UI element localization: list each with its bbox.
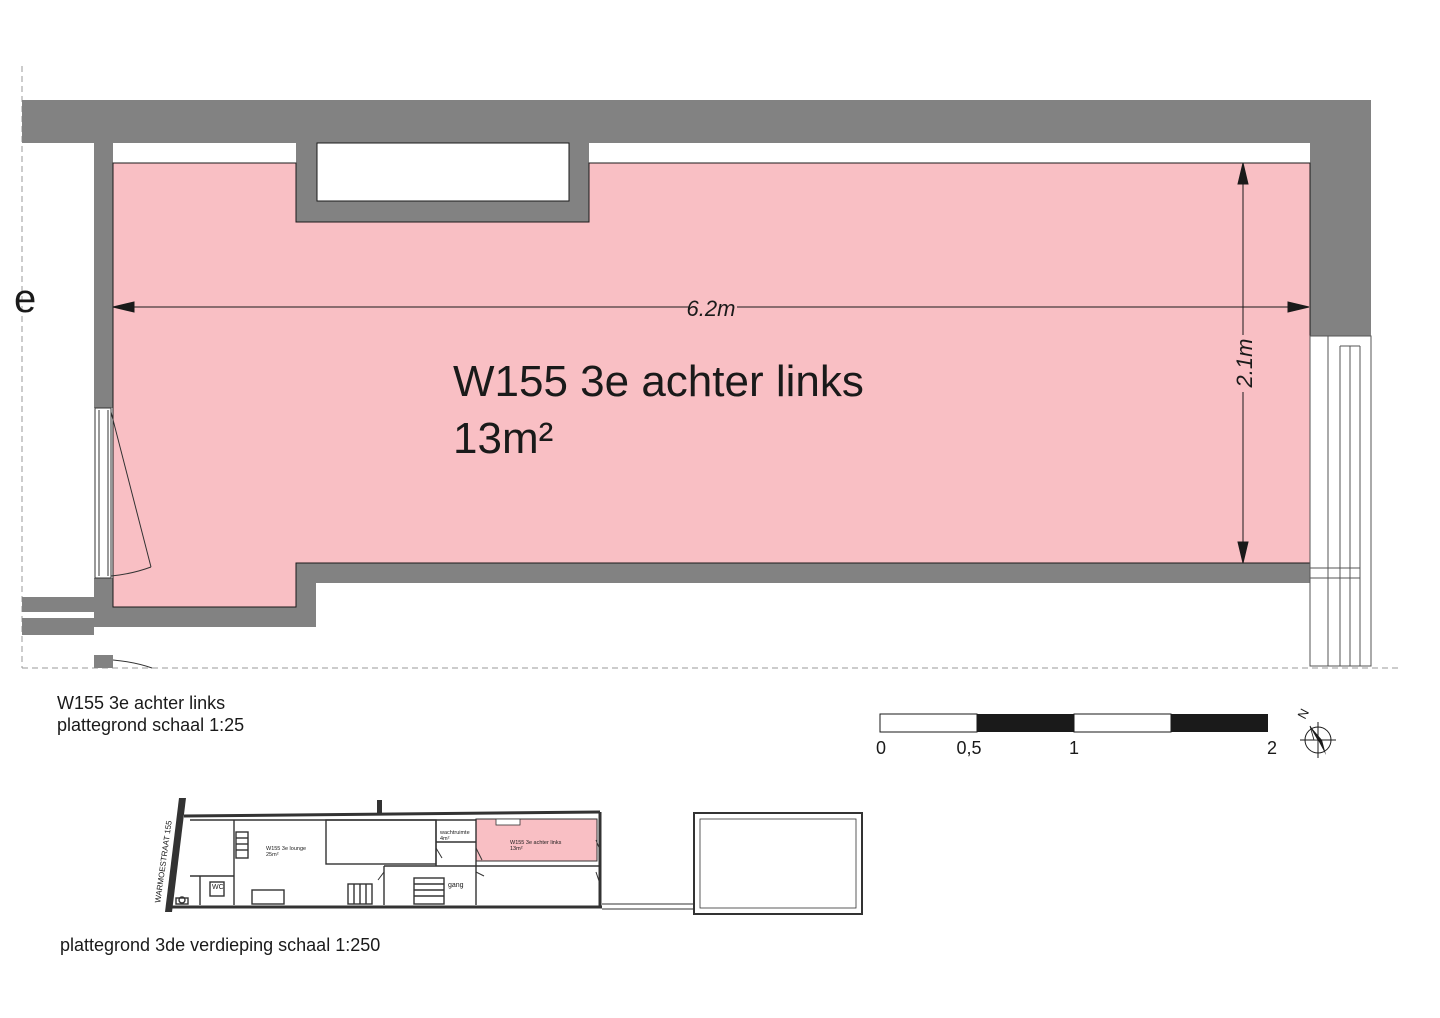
scale-bar [879,713,1268,733]
keyplan-room-area: 13m² [510,846,523,852]
scale-label-1: 1 [1069,738,1079,758]
room-area-label: 13m² [453,414,553,463]
room-name: W155 3e achter links [453,357,864,406]
dimension-width-label: 6.2m [687,296,736,321]
room-area [112,162,1311,608]
plan-caption-scale: plattegrond schaal 1:25 [57,715,245,735]
keyplan-room-name: W155 3e achter links [510,840,562,846]
key-plan [165,798,863,915]
dimension-width [112,301,1310,313]
keyplan-caption: plattegrond 3de verdieping schaal 1:250 [60,935,381,955]
cut-off-letter: e [14,277,36,321]
keyplan-lounge-area: 25m² [266,852,279,858]
plan-caption: W155 3e achter links plattegrond schaal … [57,692,244,736]
keyplan-lounge-name: W155 3e lounge [266,846,306,852]
keyplan-wc-label: WC [212,884,224,891]
keyplan-gang-label: gang [448,882,464,889]
window-right [1309,335,1372,667]
light-shaft [316,142,570,202]
dimension-depth [1237,162,1249,564]
keyplan-wait-name: wachtruimte [439,830,470,836]
door [94,407,153,669]
dimension-depth-label: 2.1m [1232,339,1257,389]
scale-label-2: 2 [1267,738,1277,758]
scale-label-0: 0 [876,738,886,758]
scale-label-half: 0,5 [956,738,981,758]
plan-caption-title: W155 3e achter links [57,693,226,713]
north-arrow-icon [1300,722,1336,758]
keyplan-wait-area: 4m² [440,836,450,842]
north-letter: N [1294,706,1312,721]
